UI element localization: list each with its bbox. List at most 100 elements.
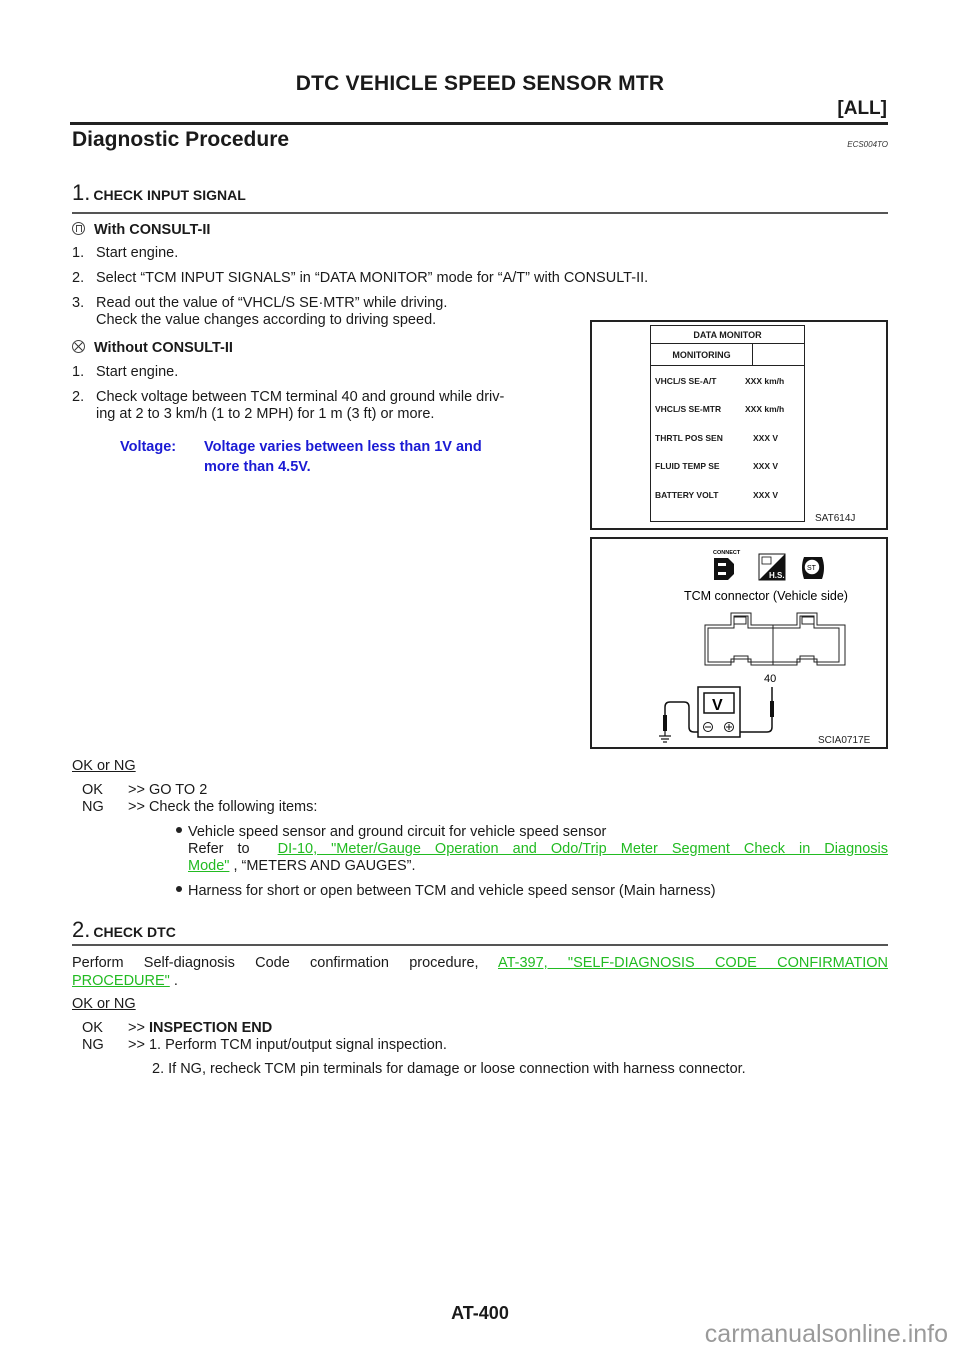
link-at-397[interactable]: AT-397, "SELF-DIAGNOSIS CODE CONFIRMATIO… bbox=[497, 955, 888, 971]
list-text-cont: Check the value changes according to dri… bbox=[96, 312, 437, 328]
step-1-heading: 1.CHECK INPUT SIGNAL bbox=[72, 180, 246, 206]
bullet-text: Vehicle speed sensor and ground circuit … bbox=[188, 824, 607, 840]
hs-icon: H.S. bbox=[758, 553, 786, 581]
instruction-suffix: . bbox=[169, 973, 178, 989]
ng-key: NG bbox=[82, 799, 104, 815]
link-di-10[interactable]: DI-10, "Meter/Gauge Operation and Odo/Tr… bbox=[277, 841, 888, 857]
ok-key: OK bbox=[82, 782, 103, 798]
spec-value-line2: more than 4.5V. bbox=[204, 459, 311, 475]
without-consult-label: Without CONSULT-II bbox=[94, 340, 233, 356]
list-item: 1. Start engine. bbox=[72, 364, 178, 381]
list-text: Start engine. bbox=[96, 364, 179, 380]
list-text: Start engine. bbox=[96, 245, 179, 261]
watermark: carmanualsonline.info bbox=[704, 1320, 948, 1348]
instruction-text: Perform Self-diagnosis Code confirmation… bbox=[72, 955, 479, 971]
bullet-text: Harness for short or open between TCM an… bbox=[188, 883, 716, 899]
data-monitor-title: DATA MONITOR bbox=[651, 326, 804, 344]
connect-icon bbox=[714, 558, 734, 580]
monitor-item-name: VHCL/S SE-A/T bbox=[655, 376, 717, 386]
with-consult-label: With CONSULT-II bbox=[94, 222, 211, 238]
ng-bullet-item: Vehicle speed sensor and ground circuit … bbox=[176, 824, 888, 841]
figure-tcm-connector: CONNECT H.S. ST TCM connector (Vehicle s… bbox=[590, 537, 888, 749]
list-num: 1. bbox=[72, 364, 85, 380]
spec-value-line1: Voltage varies between less than 1V and bbox=[204, 439, 482, 455]
consult-icon bbox=[72, 222, 85, 235]
voltmeter-probes bbox=[659, 687, 774, 743]
figure-data-monitor bbox=[590, 320, 888, 530]
list-num: 2. bbox=[72, 270, 85, 286]
list-num: 1. bbox=[72, 245, 85, 261]
monitor-item-value: XXX km/h bbox=[745, 376, 785, 386]
monitor-item-name: FLUID TEMP SE bbox=[655, 461, 720, 471]
ng-bullet-item: Harness for short or open between TCM an… bbox=[176, 883, 888, 900]
monitor-item-value: XXX V bbox=[753, 490, 779, 500]
refer-line-2: Mode" , “METERS AND GAUGES”. bbox=[188, 858, 416, 875]
list-item: 1. Start engine. bbox=[72, 245, 178, 262]
terminal-number: 40 bbox=[764, 673, 776, 685]
step-2-results: OK >> INSPECTION END NG >> 1. Perform TC… bbox=[72, 1020, 888, 1080]
monitor-row: THRTL POS SEN XXX V bbox=[655, 433, 778, 443]
spec-label: Voltage: bbox=[120, 439, 177, 455]
monitor-row: VHCL/S SE-A/T XXX km/h bbox=[655, 376, 784, 386]
monitoring-row: MONITORING bbox=[651, 344, 804, 366]
list-text: Check voltage between TCM terminal 40 an… bbox=[96, 389, 505, 405]
no-consult-icon bbox=[72, 340, 85, 353]
ok-key: OK bbox=[82, 1020, 103, 1036]
without-consult-heading: Without CONSULT-II bbox=[72, 339, 233, 357]
header-rule bbox=[70, 122, 888, 125]
link-di-10-cont[interactable]: Mode" bbox=[188, 858, 230, 874]
ng-action: >> 1. Perform TCM input/output signal in… bbox=[128, 1037, 447, 1053]
list-item: 2. Select “TCM INPUT SIGNALS” in “DATA MO… bbox=[72, 270, 648, 287]
voltage-spec: Voltage: Voltage varies between less than… bbox=[120, 437, 482, 477]
page-header-title: DTC VEHICLE SPEED SENSOR MTR bbox=[295, 72, 665, 95]
ok-action: >> GO TO 2 bbox=[128, 782, 208, 798]
data-monitor-screen: DATA MONITOR MONITORING VHCL/S SE-A/T XXX… bbox=[650, 325, 805, 522]
section-title: Diagnostic Procedure bbox=[72, 128, 290, 151]
ng-key: NG bbox=[82, 1037, 104, 1053]
link-at-397-cont[interactable]: PROCEDURE" bbox=[72, 973, 170, 989]
step-2-instruction: Perform Self-diagnosis Code confirmation… bbox=[72, 955, 888, 972]
list-item: 2.Check voltage between TCM terminal 40 … bbox=[72, 389, 504, 423]
figure-id: SCIA0717E bbox=[818, 735, 871, 746]
connect-icon-label: CONNECT bbox=[713, 550, 741, 556]
list-text: Select “TCM INPUT SIGNALS” in “DATA MONI… bbox=[96, 270, 649, 286]
step-number: 1. bbox=[72, 180, 91, 205]
list-num: 3. bbox=[72, 295, 85, 311]
inspection-end: INSPECTION END bbox=[148, 1020, 273, 1036]
figure-id: SAT614J bbox=[815, 513, 856, 524]
refer-suffix: , “METERS AND GAUGES”. bbox=[229, 858, 416, 874]
ok-prefix: >> bbox=[128, 1020, 145, 1036]
list-item: 3. Read out the value of “VHCL/S SE·MTR” … bbox=[72, 295, 447, 329]
ok-action: >> INSPECTION END bbox=[128, 1020, 272, 1037]
refer-line: Refer to DI-10, "Meter/Gauge Operation a… bbox=[188, 841, 888, 858]
svg-text:V: V bbox=[712, 697, 723, 714]
ok-or-ng-label: OK or NG bbox=[72, 758, 136, 774]
page-number: AT-400 bbox=[451, 1303, 509, 1323]
step-title: CHECK INPUT SIGNAL bbox=[93, 187, 246, 203]
list-text-cont: ing at 2 to 3 km/h (1 to 2 MPH) for 1 m … bbox=[96, 406, 435, 422]
connector-diagram: CONNECT H.S. ST TCM connector (Vehicle s… bbox=[659, 550, 848, 743]
step-1-rule bbox=[72, 212, 888, 214]
bullet-icon bbox=[176, 886, 182, 892]
monitor-item-name: BATTERY VOLT bbox=[655, 490, 719, 500]
step-2-rule bbox=[72, 944, 888, 946]
bullet-icon bbox=[176, 827, 182, 833]
ok-or-ng-label: OK or NG bbox=[72, 996, 136, 1012]
ng-action: >> Check the following items: bbox=[128, 799, 318, 815]
list-text: Read out the value of “VHCL/S SE·MTR” wh… bbox=[96, 295, 448, 311]
step-2-heading: 2.CHECK DTC bbox=[72, 917, 176, 943]
monitor-item-value: XXX km/h bbox=[745, 404, 785, 414]
page-header-tag: [ALL] bbox=[837, 98, 887, 119]
monitor-item-name: THRTL POS SEN bbox=[655, 433, 723, 443]
monitoring-label: MONITORING bbox=[651, 344, 753, 365]
monitor-row: BATTERY VOLT XXX V bbox=[655, 490, 778, 500]
tcm-connector bbox=[704, 612, 846, 666]
voltmeter-icon: V bbox=[697, 686, 741, 738]
refer-prefix: Refer to bbox=[188, 841, 250, 857]
step-title: CHECK DTC bbox=[93, 924, 176, 940]
ignition-key-icon: ST bbox=[802, 557, 824, 579]
with-consult-heading: With CONSULT-II bbox=[72, 221, 210, 239]
monitor-item-value: XXX V bbox=[753, 433, 779, 443]
